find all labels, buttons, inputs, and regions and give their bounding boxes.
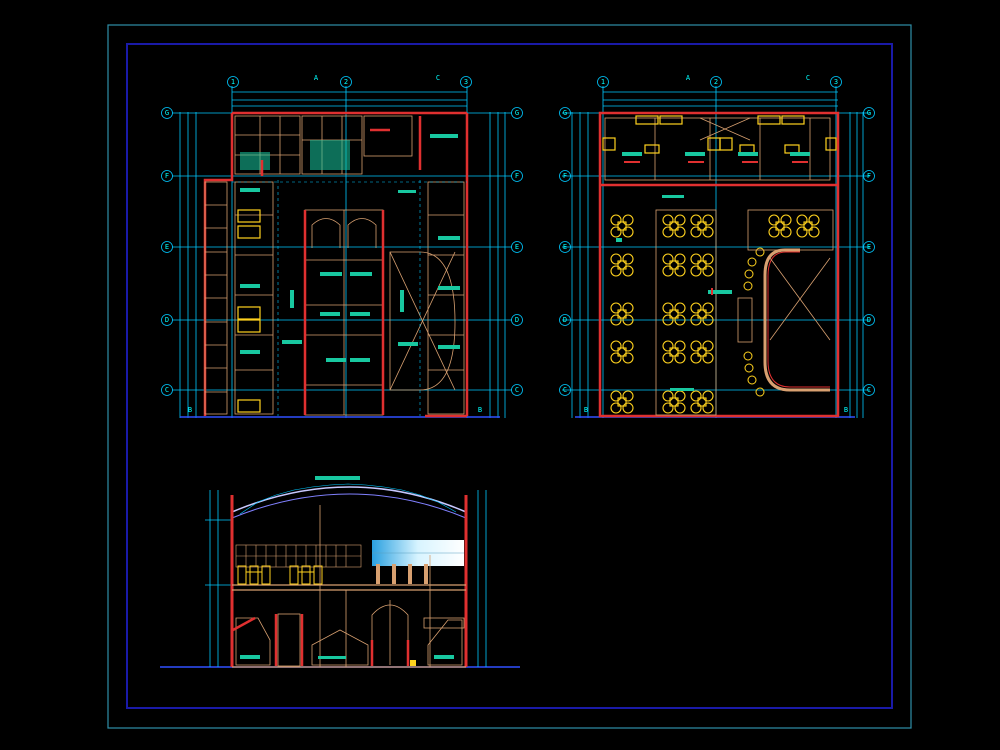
grid-row-g-upper: G [563,109,567,117]
grid-row-f-upper: F [563,172,567,180]
grid-row-e-right: E [515,243,519,251]
grid-row-g-right: G [515,109,519,117]
upper-floor-plan: 1 2 3 G F E D C G F E D C A C B B [559,74,875,418]
grid-row-f-upper-right: F [867,172,871,180]
grid-col-1-upper: 1 [601,78,605,86]
grid-row-f-right: F [515,172,519,180]
grid-row-f: F [165,172,169,180]
section-mark-b-right: B [478,406,482,414]
grid-row-d: D [165,316,169,324]
dining-tables [610,214,820,414]
grid-row-e-upper: E [563,243,567,251]
inner-frame [126,43,893,709]
grid-row-c-upper: C [563,386,567,394]
section-mark-a-upper: A [686,74,691,82]
grid-col-3-upper: 3 [834,78,838,86]
grid-col-2: 2 [344,78,348,86]
grid-row-g-upper-right: G [867,109,871,117]
outer-frame [107,24,912,729]
section-mark-c-upper: C [806,74,810,82]
ground-floor-plan: 1 2 3 G F E D C G F E D C A C B B [161,74,523,418]
grid-row-d-right: D [515,316,519,324]
section-mark-a: A [314,74,319,82]
grid-row-g: G [165,109,169,117]
building-section [160,476,520,668]
section-mark-b-left: B [188,406,192,414]
grid-row-d-upper: D [563,316,567,324]
grid-row-c: C [165,386,169,394]
grid-row-e-upper-right: E [867,243,871,251]
grid-row-c-upper-right: C [867,386,871,394]
section-mark-b-upper-left: B [584,406,588,414]
grid-col-2-upper: 2 [714,78,718,86]
grid-row-c-right: C [515,386,519,394]
section-mark-c: C [436,74,440,82]
grid-row-e: E [165,243,169,251]
section-mark-b-upper-right: B [844,406,848,414]
grid-col-3: 3 [464,78,468,86]
grid-row-d-upper-right: D [867,316,871,324]
grid-col-1: 1 [231,78,235,86]
